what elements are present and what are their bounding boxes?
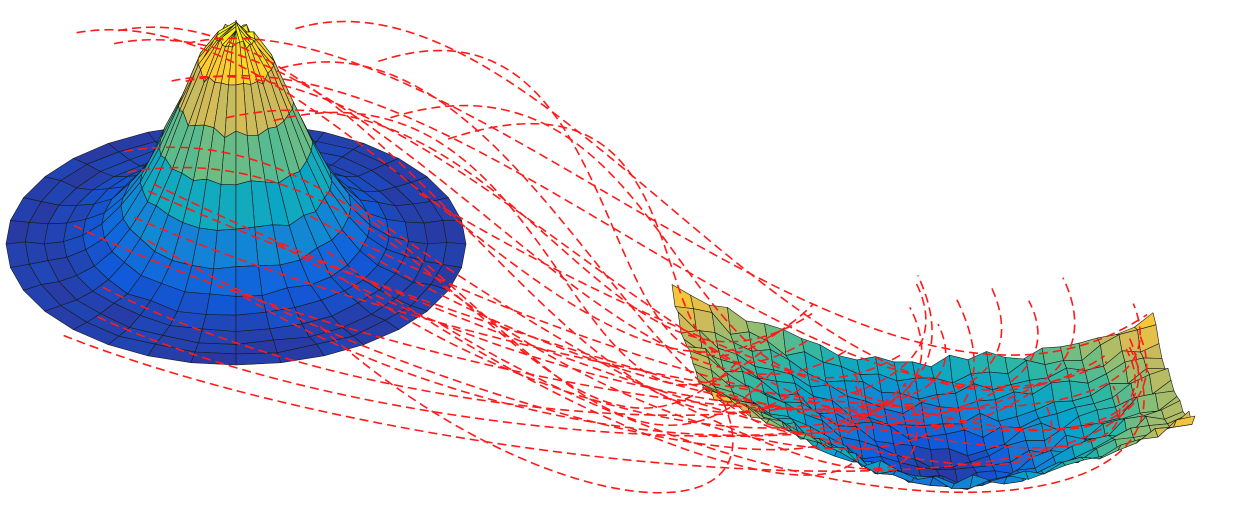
surface-facet <box>24 222 49 245</box>
correspondence-line <box>295 20 1106 391</box>
surface-facet <box>190 351 237 366</box>
correspondence-line <box>113 39 847 376</box>
correspondence-line <box>326 250 868 476</box>
correspondence-line <box>186 37 1148 356</box>
surface-facet <box>235 295 267 316</box>
correspondence-line <box>127 166 741 409</box>
surface-facet <box>205 293 237 316</box>
surface-facet <box>198 328 237 345</box>
correspondence-line <box>276 242 1003 411</box>
surface-facet <box>202 314 237 332</box>
surface-facet <box>1173 415 1196 428</box>
correspondence-line <box>76 29 814 353</box>
correspondence-line <box>133 216 1141 410</box>
correspondence-line <box>367 253 1076 417</box>
surface-facet <box>782 329 805 356</box>
correspondence-line <box>341 275 933 429</box>
correspondence-line <box>447 123 809 364</box>
correspondence-line <box>310 215 1136 432</box>
correspondence-line <box>123 146 774 427</box>
correspondence-line <box>390 104 904 379</box>
surface-facet <box>1136 393 1159 414</box>
correspondence-line <box>118 26 802 414</box>
surface-facet <box>235 265 263 297</box>
correspondence-line <box>418 192 1140 431</box>
surface-facet <box>213 228 237 270</box>
correspondence-line <box>378 49 781 357</box>
correspondence-line <box>102 283 927 417</box>
correspondence-line <box>171 75 1034 428</box>
correspondence-lines <box>63 20 1148 494</box>
surface-facet <box>235 311 271 332</box>
surface-facet <box>927 433 950 450</box>
surface-facet <box>936 392 959 409</box>
correspondence-line <box>230 288 923 437</box>
correspondence-line <box>148 190 1121 449</box>
surface-facet <box>235 226 259 268</box>
correspondence-line <box>442 285 975 450</box>
correspondence-line <box>353 203 918 470</box>
peak-surface <box>5 19 467 366</box>
correspondence-line <box>440 323 1145 494</box>
correspondence-line <box>225 109 813 343</box>
surface-facet <box>671 284 694 310</box>
surface-facet <box>423 220 448 245</box>
correspondence-line <box>185 74 1108 388</box>
valley-surface <box>671 284 1196 490</box>
surface-facet <box>442 242 467 268</box>
correspondence-line <box>147 239 864 451</box>
surface-facet <box>5 241 30 268</box>
correspondence-line <box>63 331 1148 472</box>
correspondence-line <box>273 111 763 386</box>
correspondence-line <box>97 300 1039 438</box>
correspondence-line <box>73 224 947 411</box>
surface-facet <box>856 356 879 376</box>
